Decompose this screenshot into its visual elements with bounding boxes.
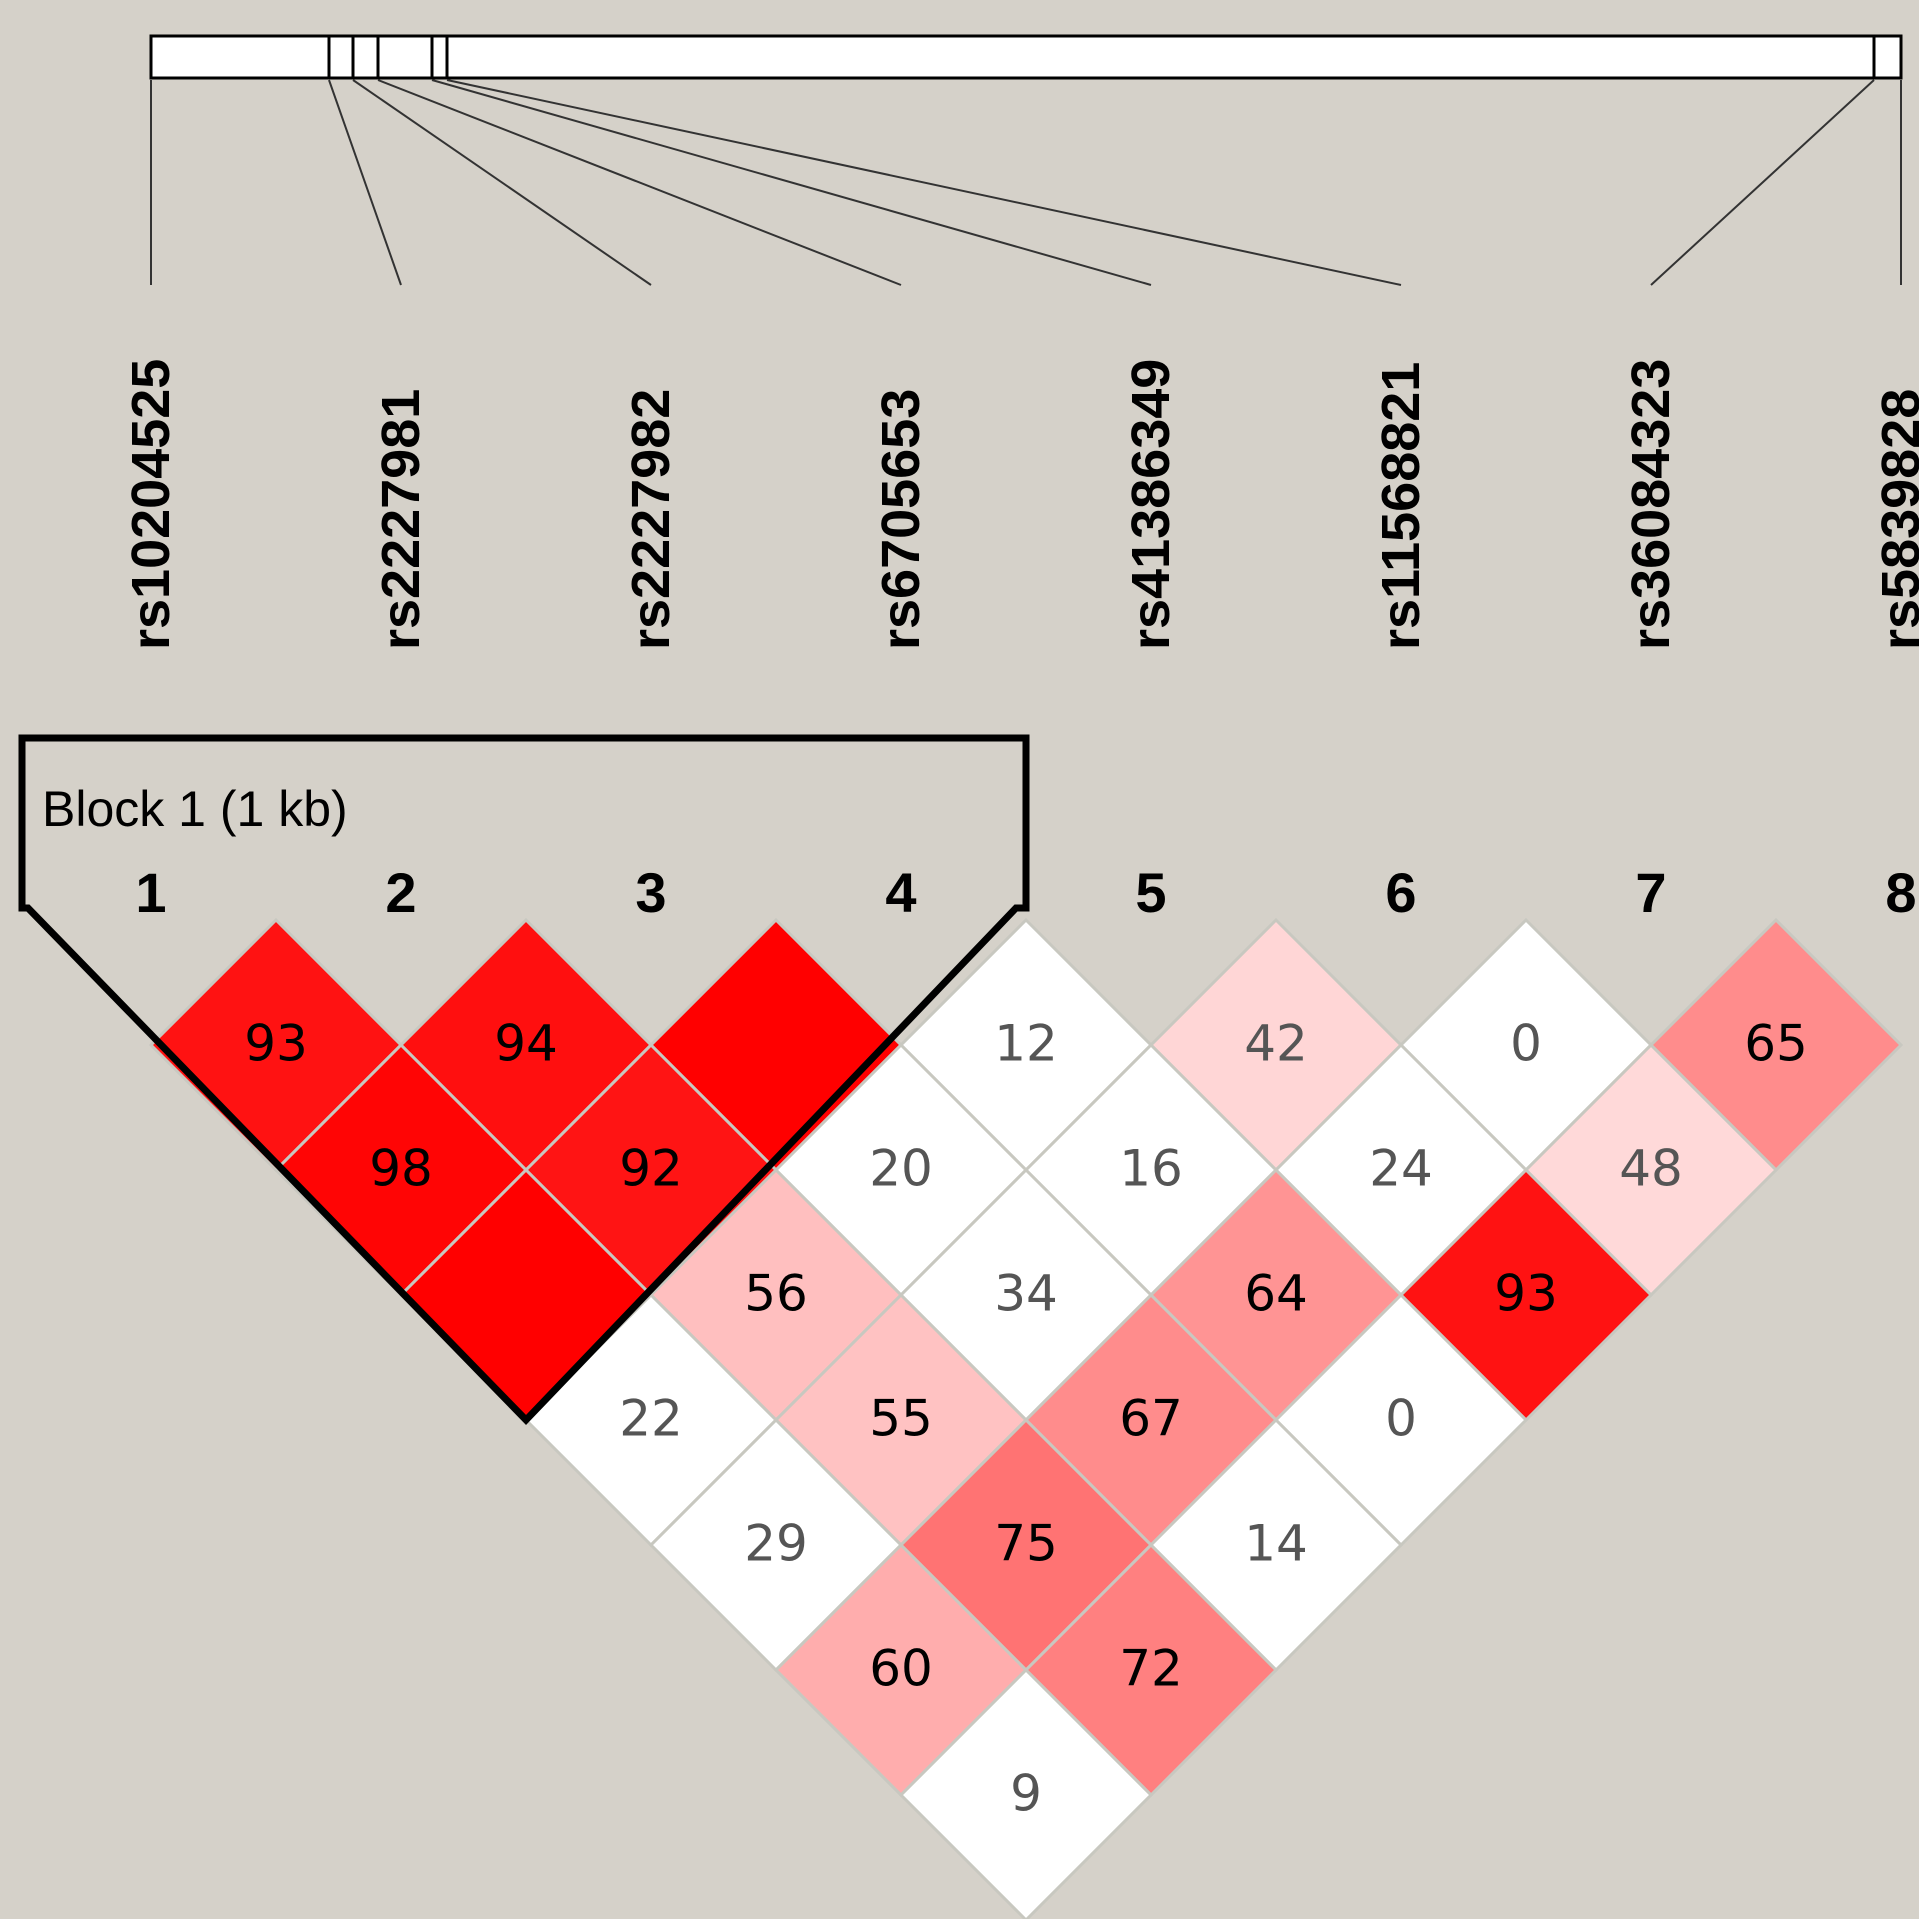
snp-connector-line	[377, 79, 902, 286]
snp-connector-line	[352, 79, 652, 286]
ld-cell-value: 67	[1119, 1390, 1183, 1448]
snp-name-label: rs11568821	[1371, 362, 1431, 650]
ld-cell-value: 16	[1119, 1140, 1183, 1198]
ld-cell-value: 93	[244, 1015, 308, 1073]
snp-index-label: 1	[135, 861, 166, 924]
ld-cell-value: 60	[869, 1640, 933, 1698]
snp-index-label: 3	[635, 861, 666, 924]
ld-cell-value: 24	[1369, 1140, 1433, 1198]
ld-cell-value: 0	[1510, 1015, 1542, 1073]
snp-index-label: 5	[1135, 861, 1166, 924]
block-label: Block 1 (1 kb)	[42, 781, 348, 837]
ld-cell-value: 9	[1010, 1765, 1042, 1823]
ld-cell-value: 14	[1244, 1515, 1308, 1573]
ld-cell-value: 56	[744, 1265, 808, 1323]
ld-cell-value: 42	[1244, 1015, 1308, 1073]
haplotype-block: Block 1 (1 kb)	[18, 734, 1030, 1426]
ld-cell-value: 48	[1619, 1140, 1683, 1198]
block-outline	[18, 734, 1030, 1426]
ld-cell-value: 34	[994, 1265, 1058, 1323]
snp-index-label: 8	[1885, 861, 1916, 924]
snp-connector-line	[1650, 79, 1875, 286]
snp-name-label: rs2227981	[371, 389, 431, 650]
ld-cell-value: 65	[1744, 1015, 1808, 1073]
ld-cell-value: 92	[619, 1140, 683, 1198]
gene-track	[149, 34, 1903, 80]
ld-cell-value: 94	[494, 1015, 558, 1073]
snp-name-label: rs10204525	[121, 359, 181, 650]
snp-name-label: rs36084323	[1621, 359, 1681, 650]
snp-name-labels: rs10204525 rs2227981 rs2227982 rs6705653 rs4…	[121, 359, 1919, 650]
gene-bar	[149, 34, 1903, 80]
ld-cell-value: 0	[1385, 1390, 1417, 1448]
snp-name-label: rs2227982	[621, 389, 681, 650]
ld-cells: 93 94 12 42 0 65 98 92 20 16 24 48 56 34 64 93 22 55 67 0 29…	[148, 917, 1904, 1919]
snp-index-label: 7	[1635, 861, 1666, 924]
snp-connector-line	[431, 79, 1152, 286]
ld-cell-value: 55	[869, 1390, 933, 1448]
ld-cell-value: 93	[1494, 1265, 1558, 1323]
ld-cell-value: 98	[369, 1140, 433, 1198]
ld-cell-value: 72	[1119, 1640, 1183, 1698]
snp-connector-lines	[150, 79, 1902, 286]
snp-index-label: 2	[385, 861, 416, 924]
snp-connector-line	[446, 79, 1402, 286]
ld-cell-value: 20	[869, 1140, 933, 1198]
ld-cell	[898, 1667, 1154, 1919]
ld-cell-value: 12	[994, 1015, 1058, 1073]
snp-name-label: rs41386349	[1121, 359, 1181, 650]
ld-cell-value: 75	[994, 1515, 1058, 1573]
ld-cell-value: 64	[1244, 1265, 1308, 1323]
snp-index-labels: 1 2 3 4 5 6 7 8	[135, 861, 1916, 924]
snp-name-label: rs6705653	[871, 389, 931, 650]
snp-name-label: rs5839828	[1871, 389, 1919, 650]
ld-cell-value: 29	[744, 1515, 808, 1573]
snp-index-label: 6	[1385, 861, 1416, 924]
ld-cell-value: 22	[619, 1390, 683, 1448]
snp-index-label: 4	[885, 861, 916, 924]
snp-connector-line	[328, 79, 402, 286]
